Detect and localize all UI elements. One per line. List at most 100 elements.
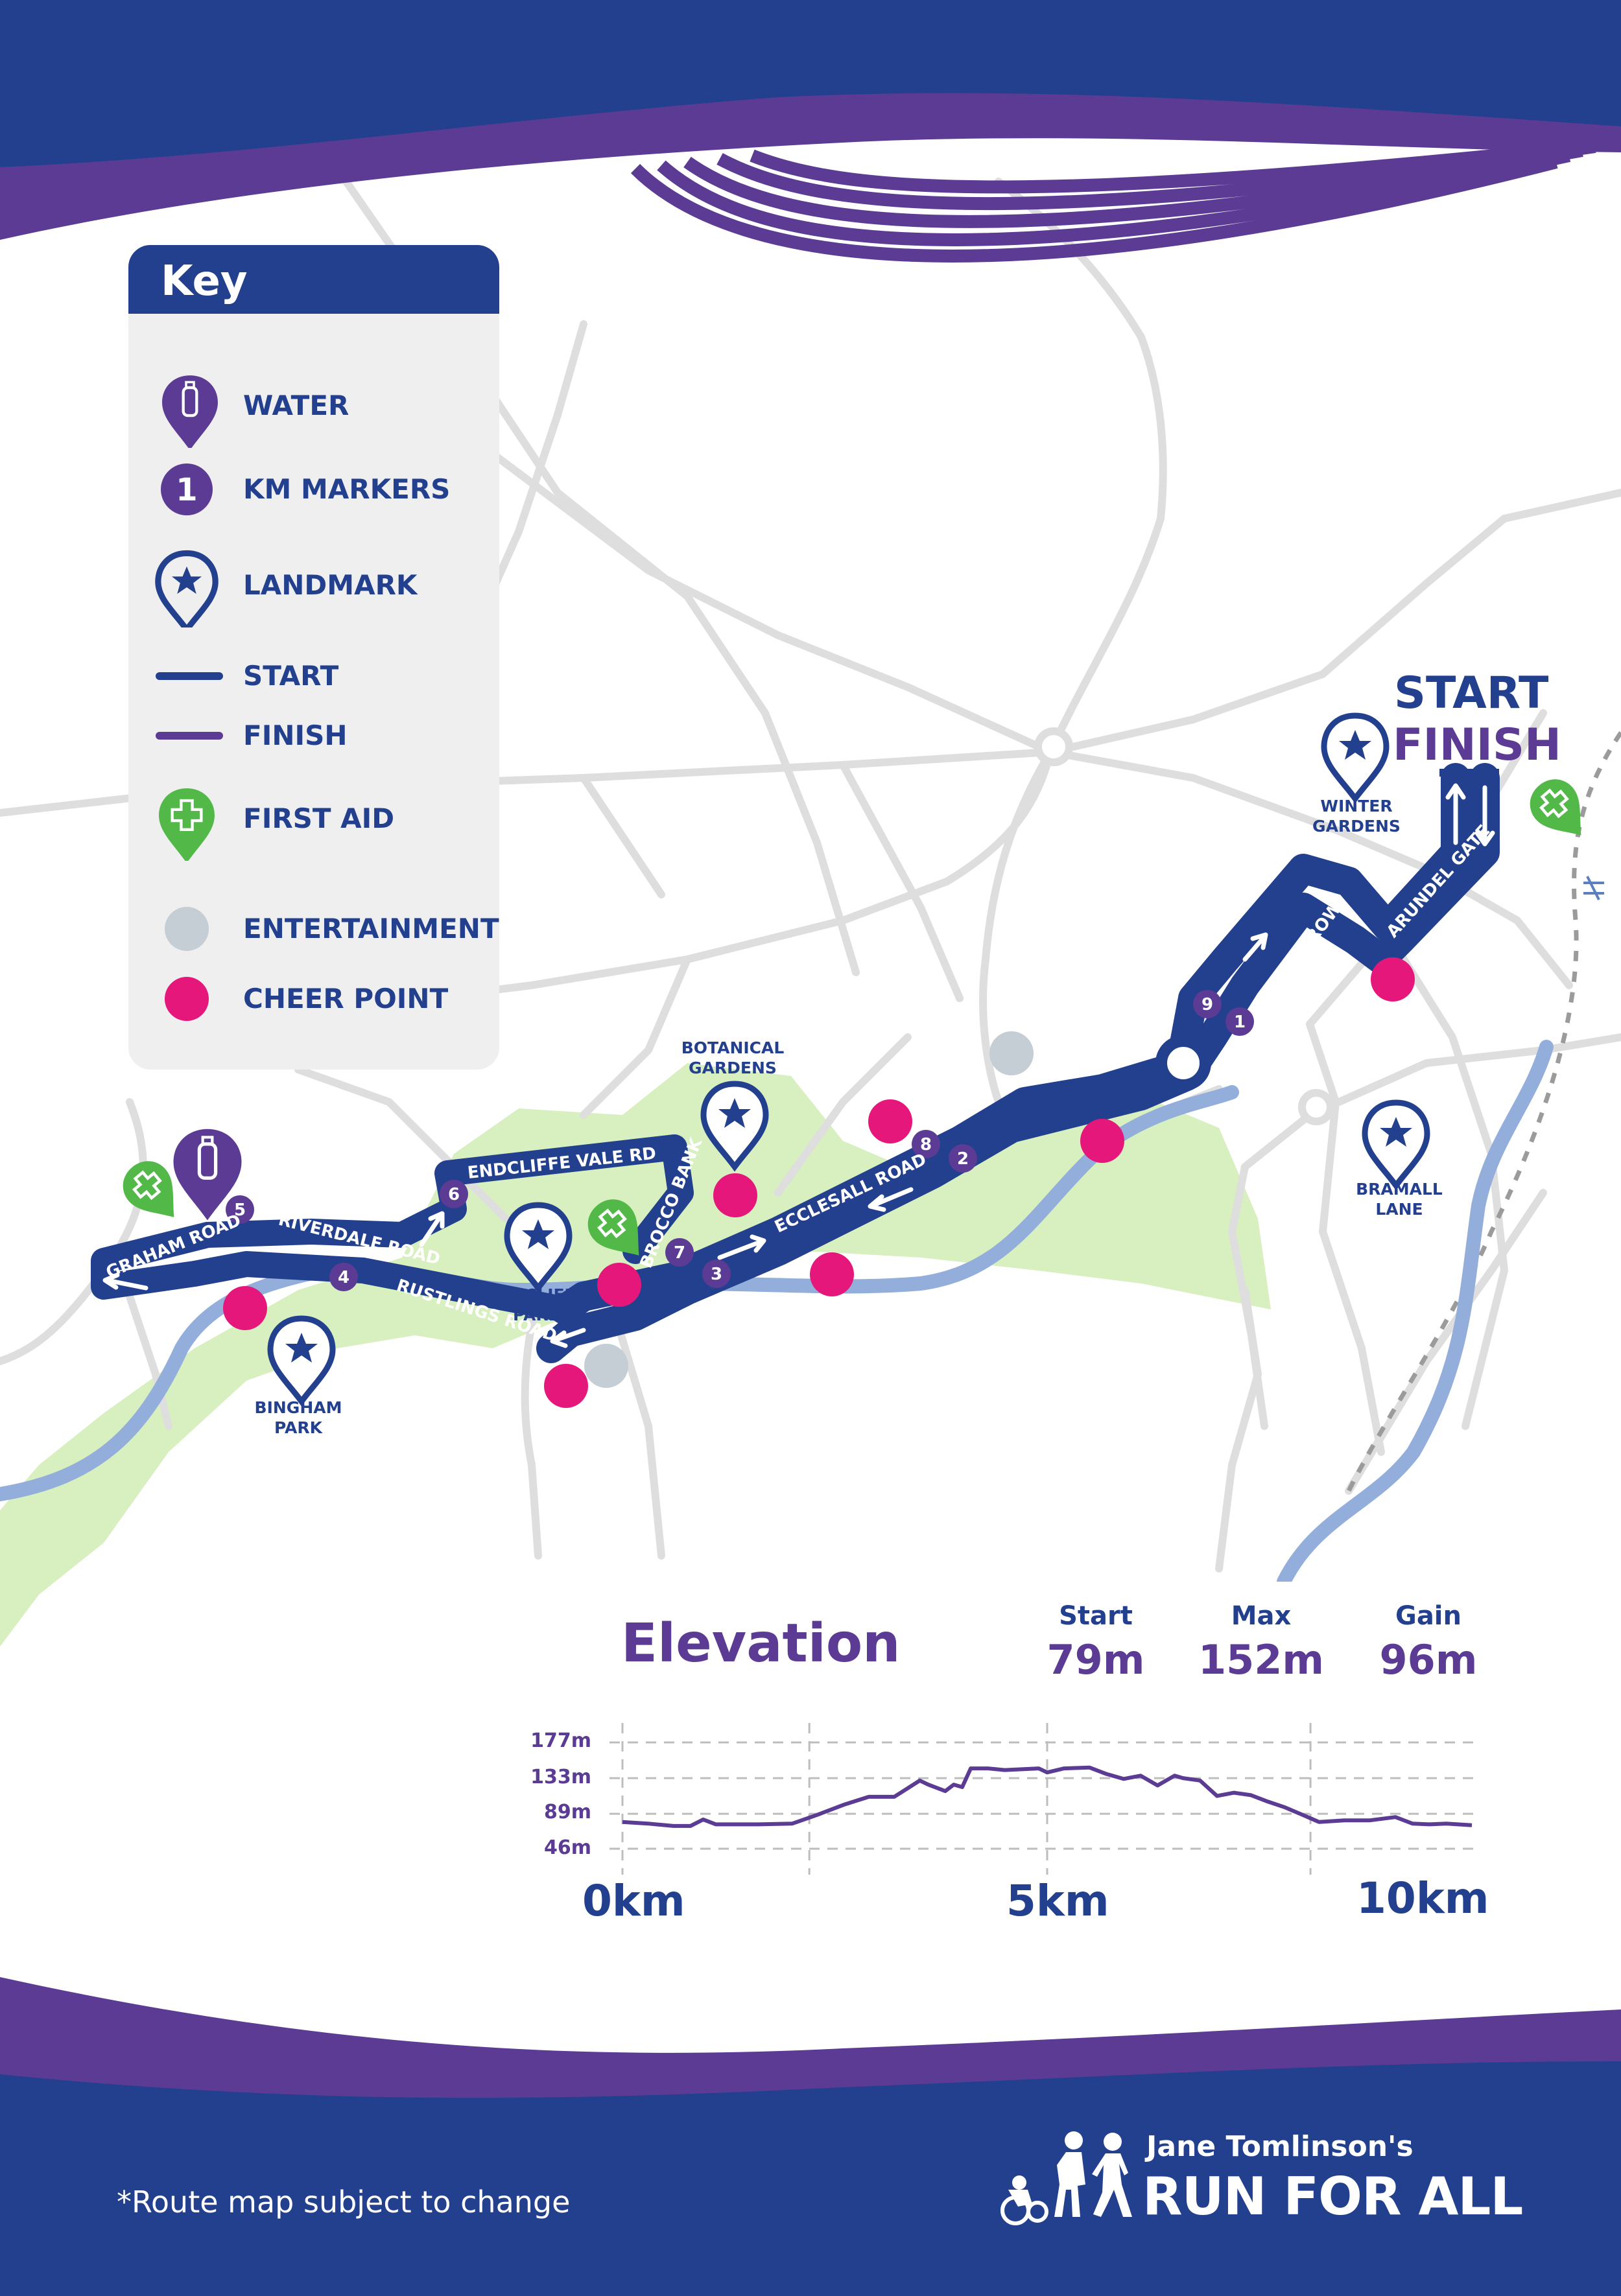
first-aid-pin-icon	[158, 788, 215, 861]
river-east	[1277, 1040, 1554, 1589]
svg-text:2: 2	[957, 1149, 969, 1169]
header-stripes	[630, 137, 1609, 263]
svg-text:ENDCLIFFE: ENDCLIFFE	[487, 1285, 587, 1304]
key-item-water: WATER	[128, 364, 499, 448]
header-purple-wave	[0, 93, 1621, 240]
water-bottle-pin-icon	[161, 375, 219, 448]
run-for-all-logo-icon	[1000, 2131, 1132, 2225]
key-item-landmark: LANDMARK	[128, 543, 499, 627]
entertainment-point	[584, 1344, 628, 1388]
svg-text:GARDENS: GARDENS	[1312, 817, 1401, 836]
km-marker-2: 2	[949, 1144, 977, 1173]
km-marker-9: 9	[1193, 990, 1222, 1018]
key-label-km-markers: KM MARKERS	[243, 473, 451, 505]
key-item-km-markers: 1 KM MARKERS	[128, 447, 499, 532]
svg-text:PARK: PARK	[513, 1306, 562, 1324]
key-panel: Key WATER 1 KM MARKERS LANDMARK START FI…	[128, 245, 499, 1070]
first-aid-pin-icon	[1520, 769, 1600, 851]
x-tick-label: 10km	[1356, 1873, 1489, 1923]
stat-start: Start 79m	[999, 1601, 1193, 1683]
cheer-point	[1080, 1119, 1124, 1163]
first-aid-pin-icon	[113, 1151, 193, 1233]
first-aid-pin-icon	[578, 1189, 658, 1271]
finish-gate	[1439, 769, 1499, 777]
stat-start-value: 79m	[1047, 1636, 1145, 1683]
roundabout	[1155, 1035, 1211, 1091]
key-label-entertainment: ENTERTAINMENT	[243, 913, 499, 944]
km-marker-1: 1	[1225, 1007, 1254, 1036]
stat-gain-value: 96m	[1379, 1636, 1478, 1683]
svg-text:8: 8	[920, 1135, 932, 1154]
stat-max-value: 152m	[1198, 1636, 1325, 1683]
key-label-water: WATER	[243, 390, 349, 421]
finish-line-icon	[156, 732, 223, 740]
footer-band	[0, 2061, 1621, 2296]
key-item-cheer-point: CHEER POINT	[128, 957, 499, 1041]
km-marker-5: 5	[226, 1195, 254, 1224]
km-marker-6: 6	[440, 1180, 468, 1208]
stat-gain-label: Gain	[1395, 1601, 1461, 1631]
landmark-star-pin-icon	[155, 550, 219, 627]
key-label-finish: FINISH	[243, 720, 348, 751]
km-marker-8: 8	[912, 1130, 940, 1158]
km-marker-icon: 1	[161, 463, 213, 515]
svg-text:4: 4	[338, 1268, 349, 1287]
km-marker-7: 7	[665, 1238, 694, 1267]
cheer-point	[1371, 957, 1415, 1002]
key-label-first-aid: FIRST AID	[243, 802, 395, 834]
cheer-point	[597, 1263, 641, 1307]
y-tick-label: 177m	[530, 1729, 591, 1752]
elevation-chart	[609, 1723, 1476, 1875]
svg-text:7: 7	[674, 1243, 685, 1263]
cheer-point	[223, 1286, 267, 1330]
cheer-point	[868, 1099, 912, 1143]
svg-text:9: 9	[1201, 995, 1213, 1014]
svg-text:1: 1	[1234, 1013, 1246, 1032]
key-label-landmark: LANDMARK	[243, 569, 418, 601]
x-tick-label: 5km	[1006, 1876, 1109, 1926]
y-tick-label: 89m	[543, 1801, 591, 1823]
park-area	[0, 1063, 1271, 1646]
key-item-start: START	[128, 634, 499, 718]
key-item-entertainment: ENTERTAINMENT	[128, 887, 499, 971]
cheer-point	[810, 1252, 854, 1296]
svg-text:LANE: LANE	[1375, 1200, 1423, 1219]
landmark-labels: WINTER GARDENS BOTANICAL GARDENS BRAMALL…	[255, 797, 1443, 1437]
svg-text:BOTANICAL: BOTANICAL	[681, 1038, 785, 1057]
key-label-cheer-point: CHEER POINT	[243, 983, 449, 1014]
start-line-icon	[156, 672, 223, 680]
km-markers: 1 2 3 4 5 6 7 8 9	[226, 990, 1254, 1291]
svg-text:WINTER: WINTER	[1320, 797, 1392, 815]
svg-text:6: 6	[448, 1185, 460, 1204]
entertainment-dot-icon	[165, 907, 209, 951]
route-disclaimer: *Route map subject to change	[117, 2185, 571, 2220]
stat-max-label: Max	[1231, 1601, 1292, 1631]
svg-text:BRAMALL: BRAMALL	[1356, 1180, 1443, 1199]
route-arrows	[102, 783, 1495, 1348]
svg-text:3: 3	[711, 1265, 722, 1284]
svg-text:BINGHAM: BINGHAM	[255, 1398, 342, 1417]
svg-text:PARK: PARK	[274, 1418, 324, 1437]
km-marker-4: 4	[329, 1263, 358, 1291]
brand-name-small: Jane Tomlinson's	[1146, 2130, 1414, 2163]
stat-start-label: Start	[1059, 1601, 1133, 1631]
elevation-line	[622, 1765, 1473, 1828]
elevation-vertical-gridlines	[621, 1723, 1312, 1875]
cheer-point	[544, 1364, 588, 1408]
landmark-star-pin-icon	[267, 712, 1430, 1407]
header-band	[0, 0, 1621, 169]
svg-text:GARDENS: GARDENS	[689, 1059, 777, 1077]
key-title: Key	[128, 245, 499, 314]
water-bottle-pin-icon	[173, 1129, 242, 1221]
road-network	[0, 165, 1621, 1573]
key-item-first-aid: FIRST AID	[128, 777, 499, 861]
stat-max: Max 152m	[1164, 1601, 1358, 1683]
svg-text:1: 1	[176, 472, 197, 508]
x-tick-label: 0km	[582, 1876, 685, 1926]
km-marker-3: 3	[702, 1259, 731, 1288]
finish-label: FINISH	[1393, 720, 1561, 771]
key-item-finish: FINISH	[128, 694, 499, 778]
cheer-points	[223, 957, 1415, 1408]
